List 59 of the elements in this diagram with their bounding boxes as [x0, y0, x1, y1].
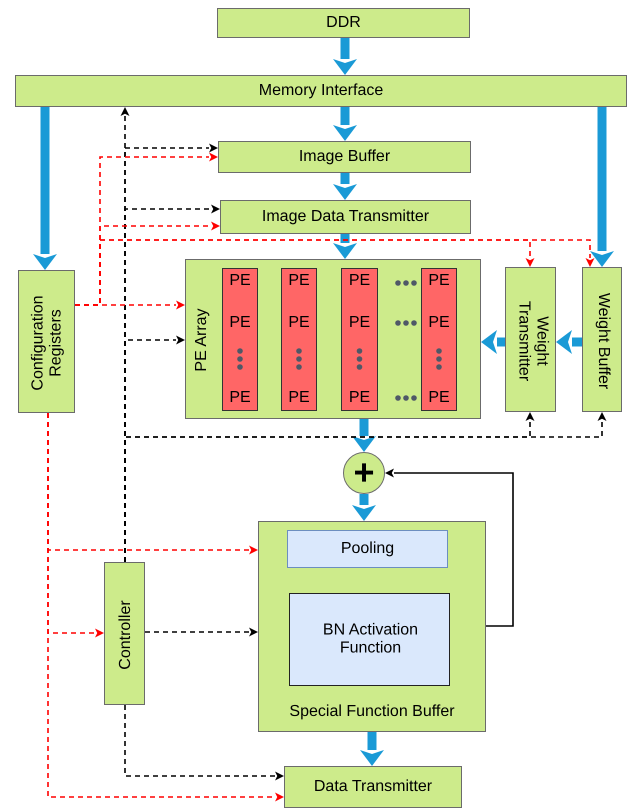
control-arrow — [145, 628, 258, 636]
adder-circle — [343, 452, 385, 494]
function-buffer-box — [258, 521, 486, 732]
node-label: PE — [348, 314, 372, 332]
data-arrow — [333, 173, 357, 200]
node-label: Weight Transmitter — [514, 299, 550, 383]
node-label: PE — [427, 389, 451, 408]
data-arrow — [352, 494, 376, 521]
block-box — [104, 562, 145, 705]
node-label: PE — [348, 389, 372, 408]
data-arrow — [352, 419, 376, 452]
function-box — [287, 530, 448, 568]
node-label: Controller — [116, 598, 134, 672]
block-box — [15, 75, 627, 107]
node-label: PE — [228, 272, 252, 290]
node-label: PE — [427, 314, 451, 332]
node-label: PE — [427, 272, 451, 290]
node-label: PE — [287, 314, 311, 332]
data-arrow — [556, 330, 582, 354]
node-label: Memory Interface — [258, 82, 384, 100]
data-arrow — [333, 107, 357, 141]
data-arrow — [333, 234, 357, 259]
plus-sign: + — [352, 454, 376, 490]
node-label: PE — [287, 272, 311, 290]
node-label: Image Buffer — [298, 148, 392, 166]
block-box — [18, 270, 75, 413]
block-box — [217, 8, 470, 38]
pe-column — [281, 268, 317, 411]
data-arrow — [481, 330, 505, 354]
node-label: PE — [228, 389, 252, 408]
block-box — [218, 141, 471, 173]
function-box — [289, 593, 450, 686]
block-box — [582, 267, 622, 412]
control-arrow — [124, 705, 284, 780]
node-label: PE — [287, 389, 311, 408]
data-arrow — [360, 732, 384, 766]
data-arrow — [590, 107, 614, 267]
block-box — [220, 200, 471, 234]
node-label: Configuration Registers — [29, 294, 66, 392]
block-box — [284, 766, 462, 808]
control-arrow — [47, 413, 284, 802]
node-label: DDR — [325, 14, 362, 32]
data-arrow — [333, 38, 357, 75]
node-label: PE — [228, 314, 252, 332]
node-label: PE — [348, 272, 372, 290]
data-arrow — [33, 107, 57, 270]
node-label: BN Activation Function — [322, 621, 420, 658]
pe-column — [421, 268, 457, 411]
pe-array-box — [185, 259, 481, 419]
node-label: Weight Buffer — [594, 291, 612, 391]
block-box — [505, 267, 556, 412]
node-label: Image Data Transmitter — [260, 208, 430, 226]
pe-column — [222, 268, 258, 411]
node-label: Data Transmitter — [312, 778, 434, 796]
node-label: PE Array — [192, 307, 211, 374]
node-label: Pooling — [340, 540, 396, 558]
pe-column — [341, 268, 378, 411]
feedback-arrow — [385, 468, 514, 627]
node-label: Special Function Buffer — [288, 702, 456, 721]
